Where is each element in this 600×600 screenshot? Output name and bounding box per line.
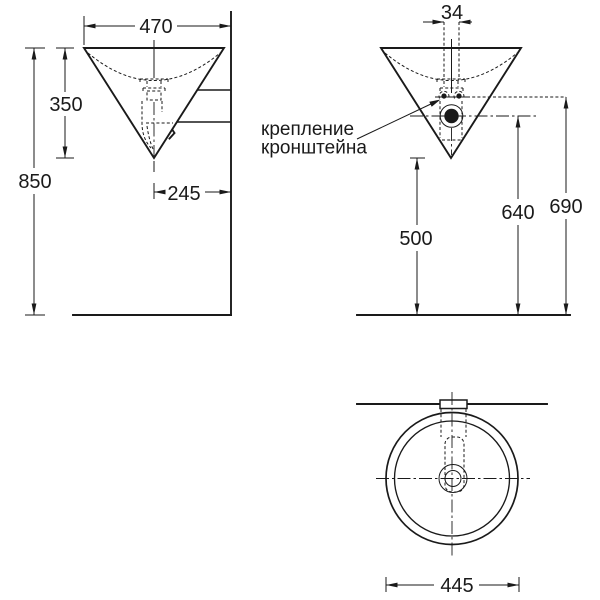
mounting-tab (439, 399, 468, 410)
dim-label-640: 640 (501, 202, 534, 224)
dim-hole-spacing: 34 (423, 2, 472, 25)
dim-label-445: 445 (440, 575, 473, 597)
channel-dashed (440, 409, 467, 437)
arrow-down (563, 303, 569, 315)
dim-label-500: 500 (399, 228, 432, 250)
cone-side-outline (379, 47, 523, 160)
front-view: 470 350 850 245 (18, 11, 232, 316)
arrow-right (219, 23, 231, 29)
dim-front-total-height: 850 (18, 47, 52, 316)
arrow-left (386, 582, 398, 588)
arrow-down (515, 303, 521, 315)
arrow-up (62, 48, 68, 60)
arrow-right (432, 19, 444, 25)
dim-top-diameter: 445 (385, 575, 520, 597)
dim-front-width: 470 (83, 16, 231, 45)
drain-fitting-dashed (139, 78, 173, 150)
dim-front-tip-offset: 245 (153, 161, 231, 205)
dim-bracket-height: 690 (549, 97, 583, 315)
drain-outer-circle (438, 464, 468, 493)
arrow-left (459, 19, 471, 25)
hole-centerlines-dashed (443, 22, 460, 78)
bracket-hole-right (456, 93, 462, 99)
arrow-down (62, 146, 68, 158)
bracket-notch (168, 128, 176, 140)
dim-label-690: 690 (549, 196, 582, 218)
arrow-up (414, 158, 420, 170)
top-view: 445 (356, 392, 548, 597)
dim-tip-height: 500 (399, 157, 433, 315)
arrow-up (515, 116, 521, 128)
bracket-hole-left (441, 93, 447, 99)
bracket-mount-label: крепление кронштейна (261, 99, 441, 159)
leader-arrow (429, 99, 441, 107)
drain-hole (444, 108, 459, 124)
cone-front-outline (82, 47, 226, 160)
dim-label-245: 245 (167, 183, 200, 205)
dim-label-850: 850 (18, 171, 51, 193)
dim-drain-height: 640 (501, 116, 535, 315)
dim-label-350: 350 (49, 94, 82, 116)
arrow-right (219, 189, 231, 195)
arrow-up (563, 97, 569, 109)
leader-line (356, 102, 434, 140)
drain-inner-circle (444, 470, 462, 487)
arrow-right (507, 582, 519, 588)
label-line1: крепление (261, 119, 354, 140)
arrow-left (84, 23, 96, 29)
arrow-up (31, 48, 37, 60)
basin-rim-dashed (87, 52, 221, 81)
dim-label-470: 470 (139, 16, 172, 38)
side-view: 34 крепление кронштейна 500 640 690 (261, 2, 583, 316)
arrow-down (414, 303, 420, 315)
extension-ticks (25, 47, 45, 316)
arrow-left (154, 189, 166, 195)
label-line2: кронштейна (261, 138, 367, 159)
arrow-down (31, 303, 37, 315)
dim-front-cone-height: 350 (49, 47, 83, 159)
dim-label-34: 34 (441, 2, 463, 24)
